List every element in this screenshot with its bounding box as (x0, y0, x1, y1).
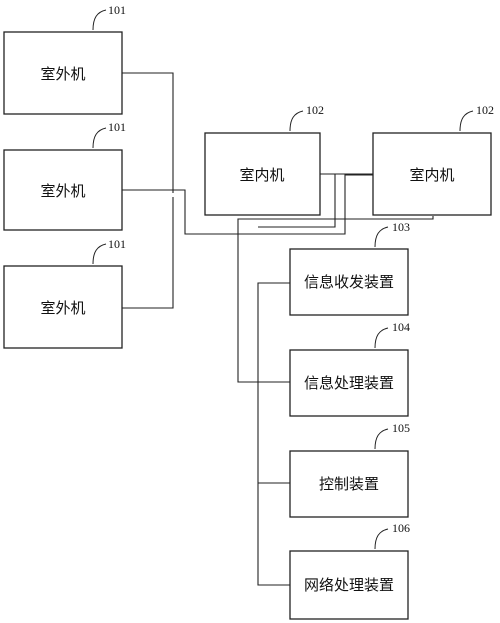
leader-105 (374, 428, 389, 450)
leader-101-c (92, 243, 107, 265)
ref-102-b: 102 (476, 103, 494, 117)
leader-102-b (459, 110, 474, 132)
wire-indoor-bus (237, 216, 434, 383)
leader-104 (374, 327, 389, 349)
wire-outdoor-2 (122, 174, 373, 235)
leader-102-a (289, 110, 304, 132)
indoor-unit-2: 室内机 (372, 132, 492, 216)
ref-104: 104 (392, 320, 410, 334)
outdoor-unit-2: 室外机 (3, 149, 123, 231)
ref-106: 106 (392, 521, 410, 535)
outdoor-unit-2-label: 室外机 (40, 182, 85, 200)
outdoor-unit-1-label: 室外机 (40, 65, 85, 83)
network-processing-device: 网络处理装置 (289, 550, 409, 620)
network-processing-label: 网络处理装置 (304, 576, 394, 594)
ref-101-c: 101 (108, 237, 126, 251)
indoor-unit-2-label: 室内机 (409, 166, 454, 184)
outdoor-unit-3-label: 室外机 (40, 299, 85, 317)
leader-101-b (92, 127, 107, 149)
transceiver-label: 信息收发装置 (304, 273, 394, 291)
indoor-unit-1: 室内机 (204, 132, 321, 216)
ref-102-a: 102 (306, 103, 324, 117)
ref-105: 105 (392, 421, 410, 435)
indoor-unit-1-label: 室内机 (239, 166, 284, 184)
leader-103 (374, 226, 389, 248)
ref-103: 103 (392, 220, 410, 234)
transceiver-device: 信息收发装置 (289, 248, 409, 316)
info-processing-label: 信息处理装置 (304, 374, 394, 392)
control-device: 控制装置 (289, 450, 409, 518)
leader-106 (374, 528, 389, 550)
ref-101-a: 101 (108, 3, 126, 17)
wire-outdoor-1 (122, 72, 174, 193)
outdoor-unit-3: 室外机 (3, 265, 123, 349)
control-label: 控制装置 (319, 475, 379, 493)
leader-101-a (92, 9, 107, 31)
outdoor-unit-1: 室外机 (3, 31, 123, 115)
wire-device-bus (257, 282, 290, 586)
wire-outdoor-3 (122, 197, 174, 309)
ref-101-b: 101 (108, 120, 126, 134)
info-processing-device: 信息处理装置 (289, 349, 409, 417)
wire-indoor-drop (258, 174, 336, 228)
